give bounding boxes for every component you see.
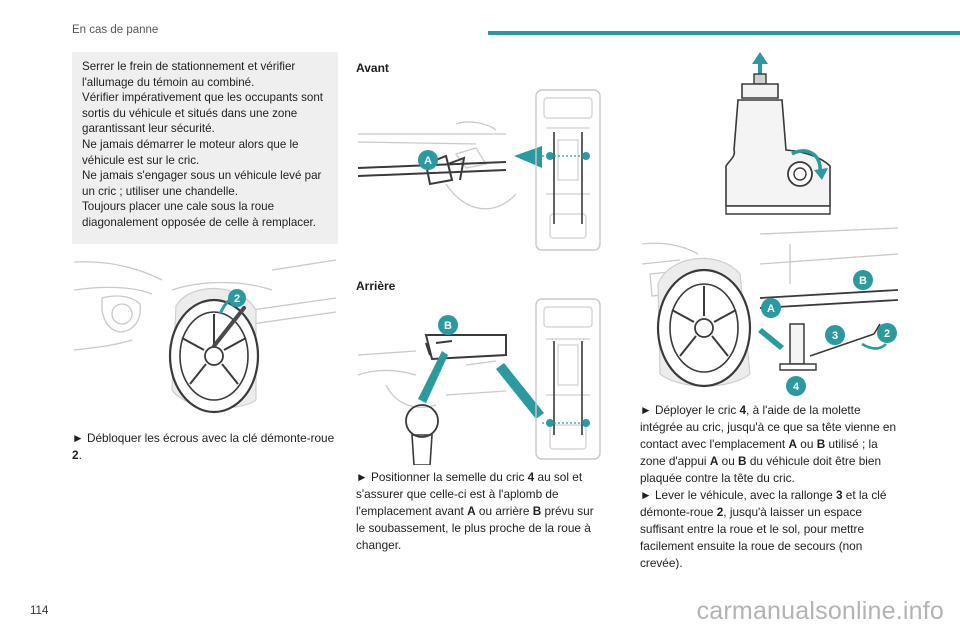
warning-line: Ne jamais démarrer le moteur alors que l… — [82, 137, 299, 167]
callout-a-front: A — [424, 155, 432, 167]
bullet-arrow-icon: ► — [640, 403, 652, 417]
callout-a: A — [767, 303, 775, 315]
header-section-title: En cas de panne — [72, 24, 159, 36]
warning-line: Ne jamais s'engager sous un véhicule lev… — [82, 169, 322, 198]
callout-2-extension: 2 — [884, 328, 890, 340]
step-deploy-jack: ► Déployer le cric 4, à l'aide de la mol… — [640, 403, 897, 570]
page-number: 114 — [30, 605, 49, 617]
header-accent-bar — [488, 31, 960, 35]
bullet-arrow-icon: ► — [356, 470, 368, 484]
step-loosen-nuts: ► Débloquer les écrous avec la clé démon… — [72, 431, 335, 462]
callout-2: 2 — [234, 293, 240, 305]
rear-jack-point-illustration: B — [357, 298, 601, 465]
callout-3: 3 — [832, 330, 838, 342]
watermark: carmanualsonline.info — [696, 597, 944, 625]
step-position-jack: ► Positionner la semelle du cric 4 au so… — [356, 470, 594, 552]
bullet-arrow-icon: ► — [640, 488, 652, 502]
loosen-nuts-illustration: 2 — [73, 259, 337, 414]
rear-section-title: Arrière — [356, 279, 396, 293]
bullet-arrow-icon: ► — [72, 431, 84, 445]
warning-line: Serrer le frein de stationnement et véri… — [82, 60, 296, 89]
callout-4: 4 — [793, 381, 800, 393]
car-lift-illustration: A B 3 2 4 — [641, 227, 899, 396]
jack-deploy-illustration — [725, 52, 831, 215]
front-jack-point-illustration: A — [357, 89, 601, 251]
warning-line: Toujours placer une cale sous la roue di… — [82, 200, 316, 229]
warning-line: Vérifier impérativement que les occupant… — [82, 91, 324, 136]
callout-b: B — [859, 275, 867, 287]
callout-b-rear: B — [444, 320, 452, 332]
warning-box: Serrer le frein de stationnement et véri… — [72, 52, 338, 244]
front-section-title: Avant — [356, 61, 389, 75]
